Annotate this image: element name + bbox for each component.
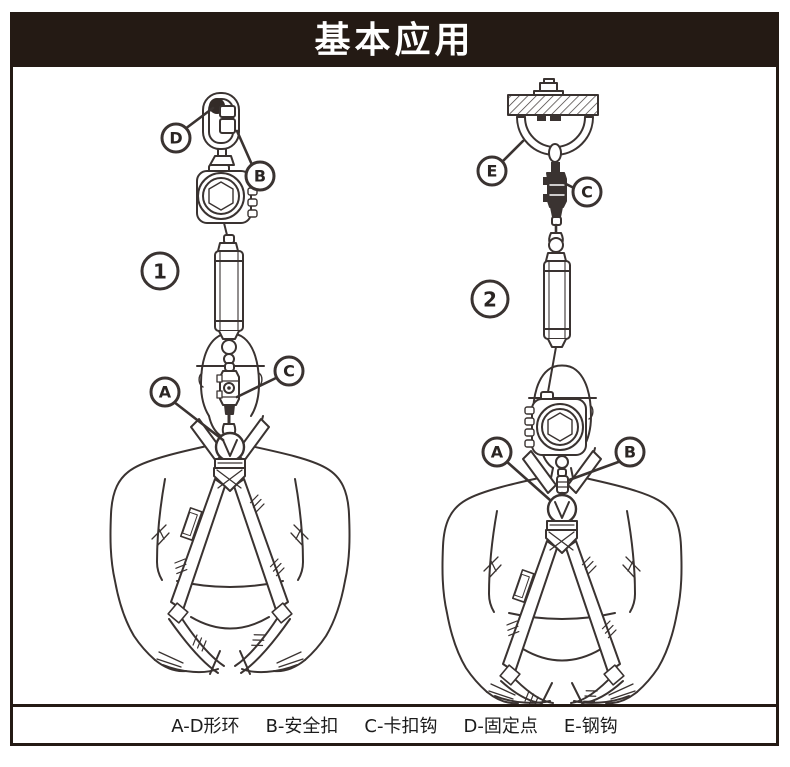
harness-illustration: [109, 78, 683, 704]
legend-bar: A-D形环 B-安全扣 C-卡扣钩 D-固定点 E-钢钩: [13, 707, 776, 743]
title-banner: 基本应用: [13, 15, 776, 67]
legend-item-d: D-固定点: [463, 716, 538, 737]
legend-item-a: A-D形环: [171, 716, 240, 737]
callout-c-fig2: C: [571, 176, 603, 208]
callout-e-fig2: E: [476, 155, 508, 187]
figure-1-number: 1: [140, 251, 180, 291]
legend-item-c: C-卡扣钩: [364, 716, 438, 737]
figure-2-number: 2: [470, 279, 510, 319]
diagram-frame: 基本应用: [10, 12, 779, 746]
diagram-area: D B 1 C A E C 2 A B: [13, 67, 776, 704]
legend-item-b: B-安全扣: [265, 716, 339, 737]
figure-2-drawing: [441, 78, 683, 704]
legend-divider: [13, 704, 776, 707]
callout-a-fig1: A: [149, 376, 181, 408]
callout-c-fig1: C: [273, 355, 305, 387]
callout-b-fig2: B: [614, 436, 646, 468]
page-title: 基本应用: [314, 20, 475, 61]
legend-item-e: E-钢钩: [563, 716, 618, 737]
callout-d-fig1: D: [160, 122, 192, 154]
callout-a-fig2: A: [481, 436, 513, 468]
figure-1-drawing: [109, 92, 351, 675]
callout-b-fig1: B: [244, 160, 276, 192]
